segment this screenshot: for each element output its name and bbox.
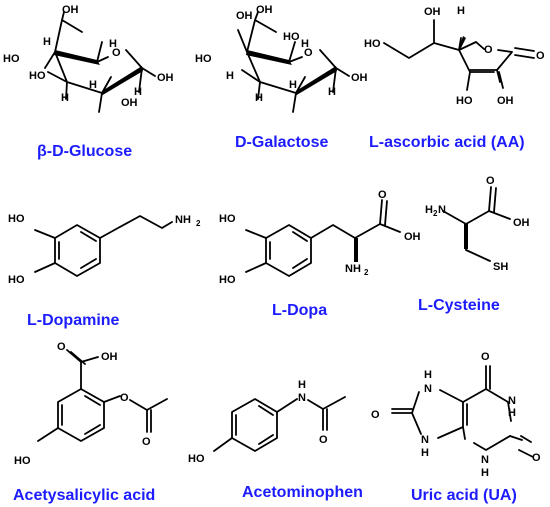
molecule-name: β-D-Glucose	[37, 143, 132, 160]
atom-label: O	[120, 392, 129, 404]
atom-label: OH	[121, 97, 138, 109]
molecule-glucose: OH HO H HO H H O OH OH H H β-D-Glucose	[3, 4, 174, 160]
molecule-name: L-Dopa	[272, 302, 327, 319]
molecule-name: L-Dopamine	[27, 312, 120, 329]
atom-label: H	[134, 86, 142, 98]
atom-label: H	[424, 369, 432, 381]
atom-label: H	[481, 467, 489, 479]
atom-label: O	[112, 47, 121, 59]
atom-label: NH	[345, 263, 361, 275]
atom-label: OH	[351, 72, 368, 84]
atom-label: H	[226, 70, 234, 82]
atom-label: HO	[195, 53, 212, 65]
atom-label: HO	[283, 31, 300, 43]
atom-label: H	[109, 38, 117, 50]
atom-label: O	[371, 409, 380, 421]
atom-label: HO	[14, 455, 31, 467]
atom-label: O	[142, 436, 151, 448]
atom-label: H	[61, 92, 69, 104]
molecule-name: Uric acid (UA)	[411, 487, 517, 504]
atom-label: OH	[424, 6, 441, 18]
atom-label: O	[532, 452, 541, 464]
atom-label: HO	[188, 453, 205, 465]
molecule-acetominophen: H N O HO Acetominophen	[188, 379, 363, 501]
atom-label: N	[298, 392, 306, 404]
atom-label: OH	[513, 217, 530, 229]
molecule-dopamine: HO HO NH 2 L-Dopamine	[8, 213, 201, 329]
atom-label: O	[484, 44, 493, 56]
molecule-name: Acetominophen	[242, 484, 363, 501]
atom-label: OH	[236, 10, 253, 22]
molecule-uric-acid: O H N H N O O N H N H Uric acid (UA)	[371, 351, 541, 504]
atom-label: HO	[3, 53, 20, 65]
molecule-name: L-ascorbic acid (AA)	[369, 134, 525, 151]
molecule-galactose: OH HO OH H H O HO OH H H H D-Galactose	[195, 4, 368, 151]
atom-label: OH	[101, 351, 118, 363]
atom-label: HO	[8, 274, 25, 286]
atom-label: H	[255, 92, 263, 104]
atom-label: NH	[175, 214, 191, 226]
atom-label: O	[486, 175, 495, 187]
atom-label: O	[481, 351, 490, 363]
molecule-dopa: O HO OH HO NH 2 L-Dopa	[219, 189, 421, 319]
atom-label: H	[328, 86, 336, 98]
atom-label: H	[421, 447, 429, 459]
atom-label: O	[304, 47, 313, 59]
atom-label: OH	[62, 4, 79, 16]
atom-label: O	[378, 189, 387, 201]
atom-label: O	[57, 341, 66, 353]
atom-label: H	[43, 36, 51, 48]
atom-label: OH	[157, 72, 174, 84]
atom-label: 2	[196, 219, 201, 228]
atom-label: H	[508, 407, 516, 419]
atom-label: H	[457, 5, 465, 17]
molecule-name: D-Galactose	[235, 134, 328, 151]
molecule-name: L-Cysteine	[418, 297, 500, 314]
molecule-cysteine: O H 2 N OH SH L-Cysteine	[418, 175, 530, 314]
atom-label: SH	[493, 261, 508, 273]
atom-label: H	[289, 79, 297, 91]
atom-label: OH	[404, 231, 421, 243]
atom-label: O	[319, 434, 328, 446]
atom-label: HO	[29, 70, 46, 82]
atom-label: N	[438, 204, 446, 216]
atom-label: 2	[433, 209, 438, 218]
atom-label: N	[421, 434, 429, 446]
atom-label: HO	[364, 38, 381, 50]
atom-label: N	[508, 395, 516, 407]
atom-label: OH	[497, 95, 514, 107]
atom-label: H	[298, 379, 306, 391]
atom-label: HO	[456, 95, 473, 107]
atom-label: N	[481, 454, 489, 466]
atom-label: H	[425, 204, 433, 216]
atom-label: O	[536, 50, 545, 62]
atom-label: HO	[219, 274, 236, 286]
atom-label: H	[89, 79, 97, 91]
atom-label: 2	[364, 268, 369, 277]
atom-label: HO	[219, 213, 236, 225]
atom-label: H	[301, 38, 309, 50]
molecule-acetylsalicylic-acid: O OH O O HO Acetysalicylic acid	[13, 341, 168, 504]
molecule-name: Acetysalicylic acid	[13, 487, 155, 504]
atom-label: N	[424, 383, 432, 395]
molecule-ascorbic-acid: OH HO H O O HO OH L-ascorbic acid (AA)	[364, 5, 545, 151]
atom-label: OH	[256, 4, 273, 16]
atom-label: HO	[8, 213, 25, 225]
